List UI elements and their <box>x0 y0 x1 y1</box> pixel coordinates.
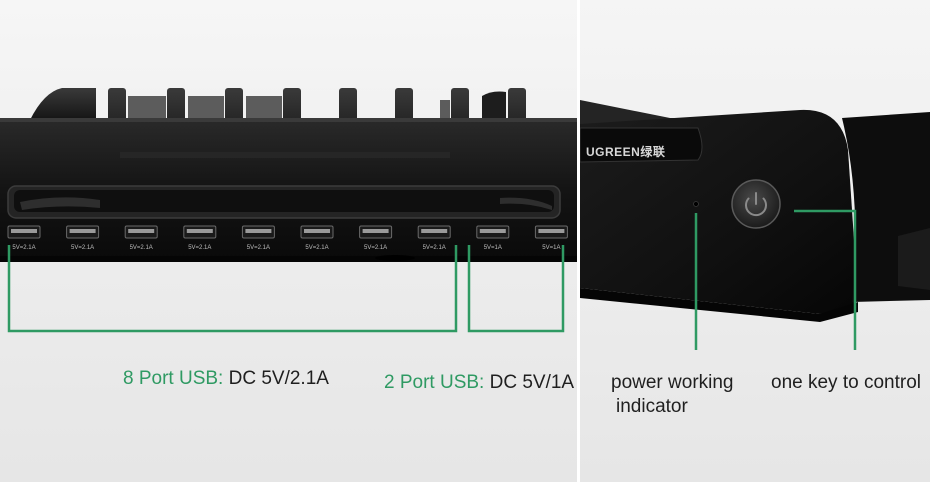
usb-port-rating-label: 5V=2.1A <box>71 245 94 251</box>
usb-port[interactable] <box>300 225 334 239</box>
power-button-callout: one key to control <box>771 372 921 393</box>
usb-port-rating-label: 5V=2.1A <box>247 245 270 251</box>
charging-station-front-view: 5V=2.1A 5V=2.1A 5V=2.1A 5V=2.1A 5V=2.1A 5V=2.… <box>0 0 577 482</box>
usb-port[interactable] <box>534 225 568 239</box>
fast-port-group-name: 8 Port USB: <box>123 368 224 389</box>
usb-port[interactable] <box>241 225 275 239</box>
usb-port[interactable] <box>359 225 393 239</box>
usb-port-rating-label: 5V=2.1A <box>364 245 387 251</box>
indicator-label-line2: indicator <box>616 396 688 417</box>
usb-port-rating-label: 5V=1A <box>484 245 502 251</box>
power-indicator-led <box>693 201 699 207</box>
usb-port-rating-label: 5V=2.1A <box>305 245 328 251</box>
charging-station-side-view: UGREEN绿联 power working indicator one key… <box>580 0 930 482</box>
usb-port[interactable] <box>476 225 510 239</box>
front-view-graphic: 5V=2.1A 5V=2.1A 5V=2.1A 5V=2.1A 5V=2.1A 5V=2.… <box>0 88 577 333</box>
usb-port-rating-label: 5V=2.1A <box>130 245 153 251</box>
usb-port-rating-label: 5V=2.1A <box>12 245 35 251</box>
usb-port-row: 5V=2.1A 5V=2.1A 5V=2.1A 5V=2.1A 5V=2.1A 5V=2.… <box>7 225 568 251</box>
usb-port-rating-label: 5V=2.1A <box>423 245 446 251</box>
side-view-graphic <box>580 100 930 350</box>
fast-port-callout: 8 Port USB: DC 5V/2.1A <box>123 368 329 390</box>
usb-port-rating-label: 5V=2.1A <box>188 245 211 251</box>
slow-port-spec: DC 5V/1A <box>489 372 575 393</box>
usb-port[interactable] <box>183 225 217 239</box>
slow-port-callout: 2 Port USB: DC 5V/1A <box>384 372 574 394</box>
usb-port[interactable] <box>124 225 158 239</box>
callout-lines <box>694 209 857 350</box>
usb-port[interactable] <box>417 225 451 239</box>
brand-logo: UGREEN绿联 <box>586 145 666 159</box>
panel-divider <box>577 0 580 482</box>
indicator-label-line1: power working <box>611 372 734 393</box>
usb-port-rating-label: 5V=1A <box>542 245 560 251</box>
power-icon <box>745 192 767 217</box>
fast-port-spec: DC 5V/2.1A <box>228 368 329 389</box>
slow-port-group-name: 2 Port USB: <box>384 372 485 393</box>
usb-port[interactable] <box>7 225 41 239</box>
port-bracket-lines <box>7 245 565 333</box>
indicator-callout: power working indicator <box>611 371 734 419</box>
power-button[interactable] <box>731 179 781 229</box>
usb-port[interactable] <box>66 225 100 239</box>
